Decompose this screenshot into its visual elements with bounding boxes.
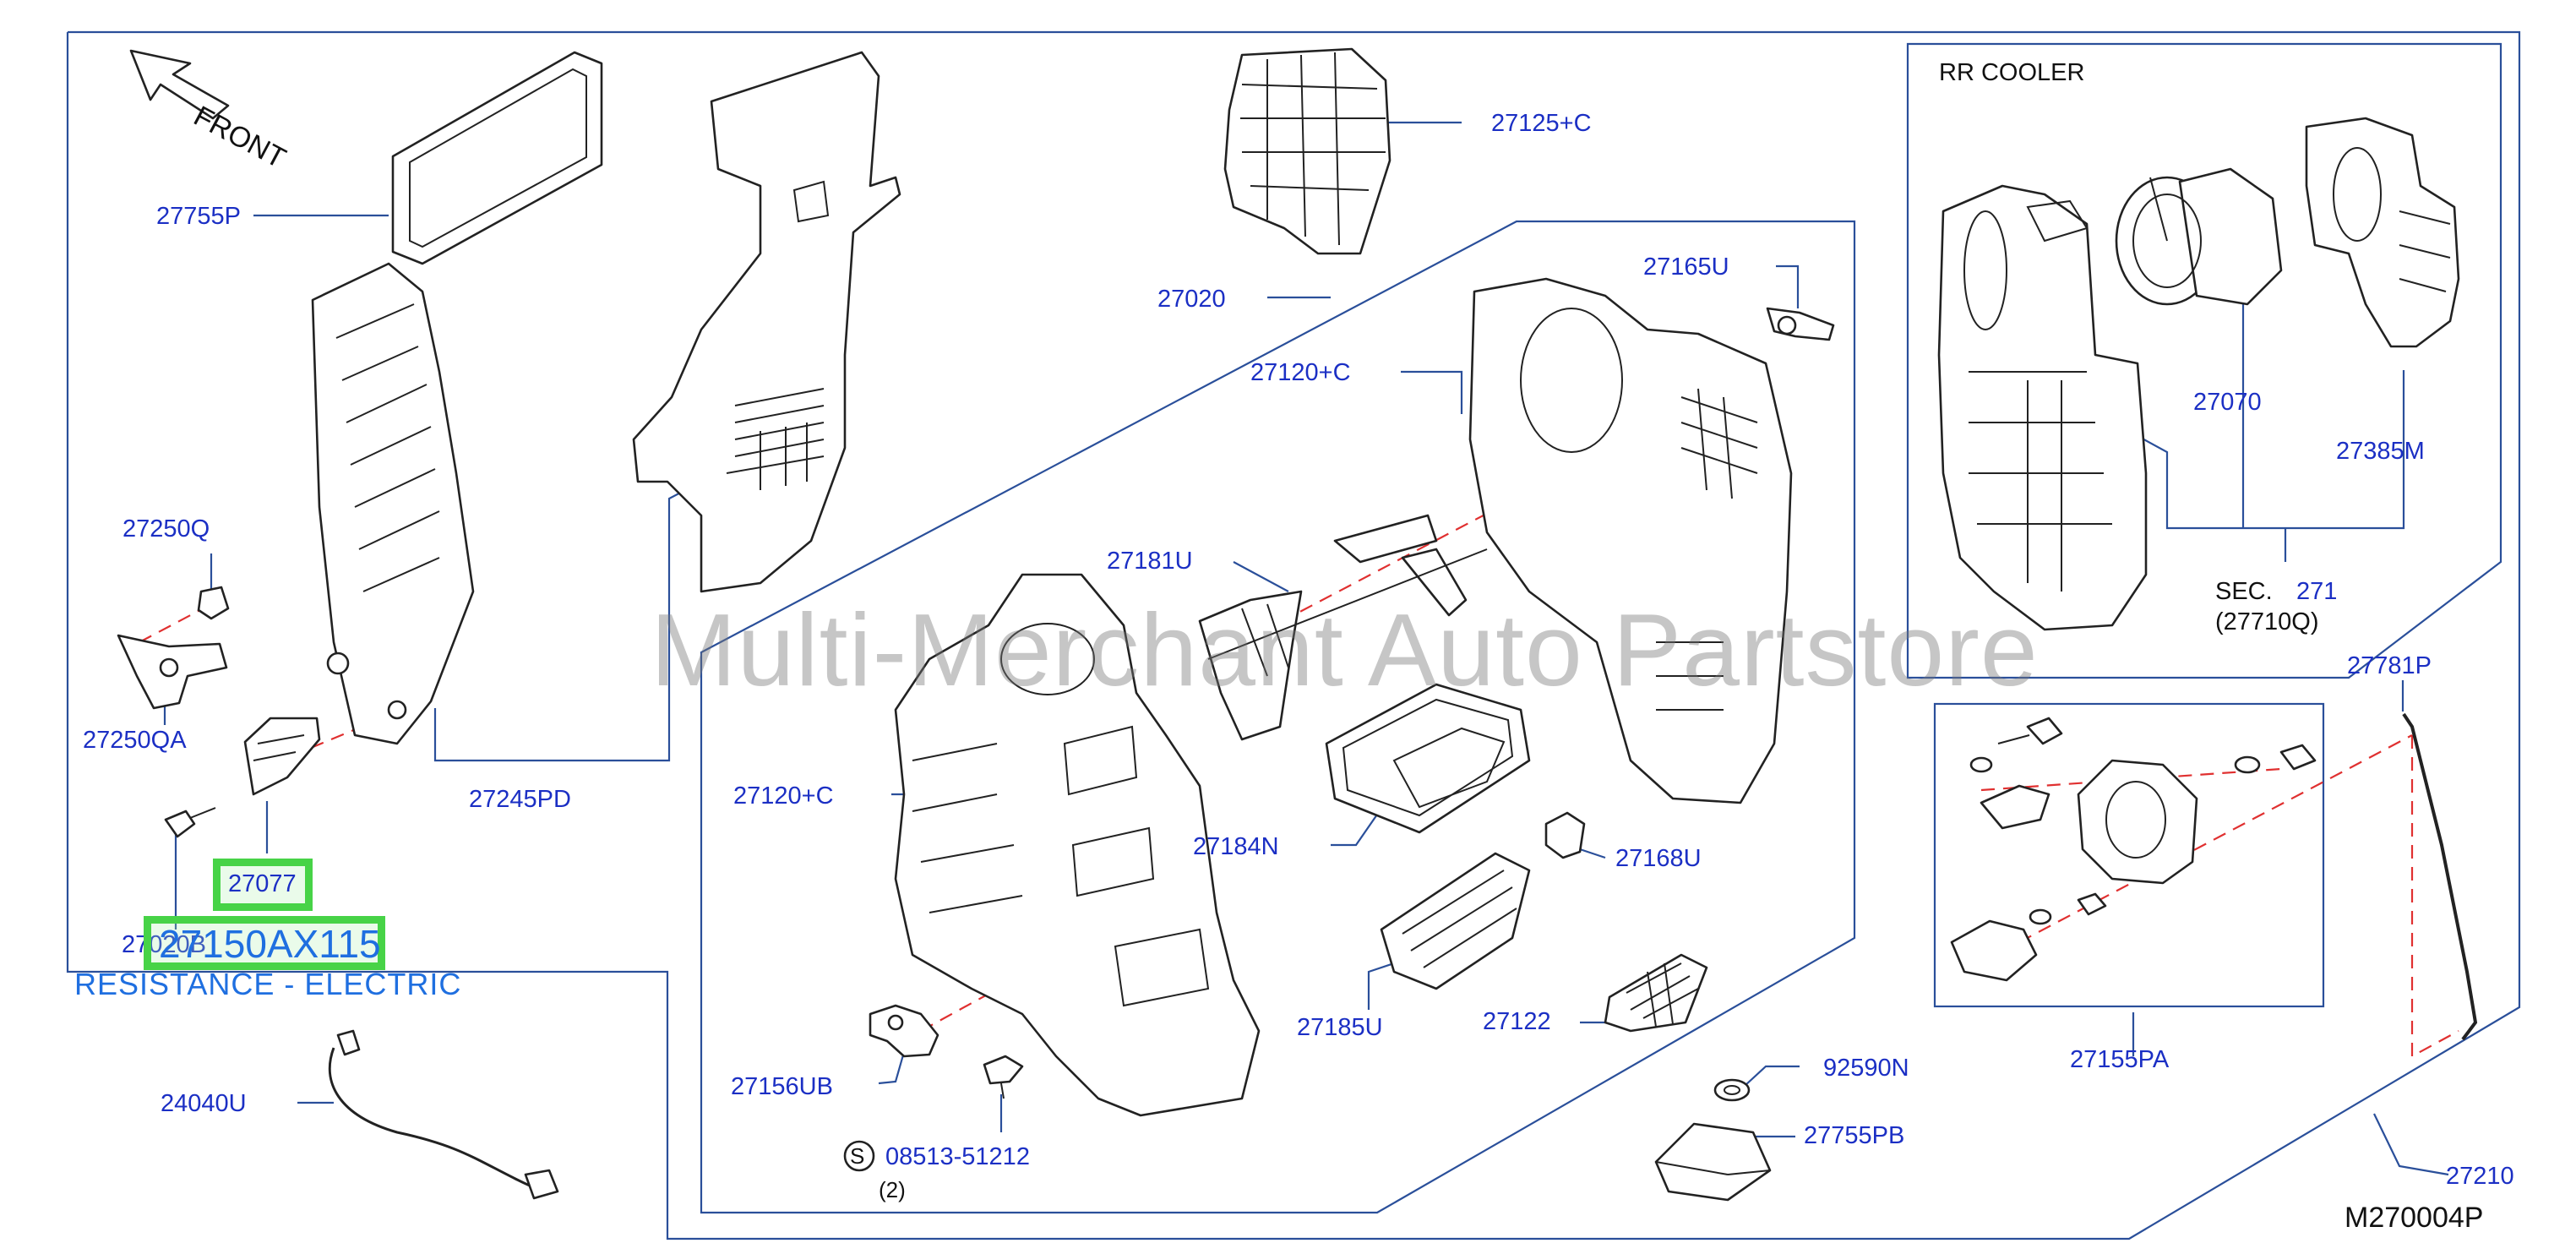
sec-ref: (27710Q) [2215,608,2319,635]
label-27077[interactable]: 27077 [228,870,297,897]
label-27250QA[interactable]: 27250QA [83,727,187,754]
screw-08513-51212-icon [983,1055,1024,1099]
rr-cooler-housing-icon [1937,184,2148,631]
leader-27165U [1776,264,1800,308]
duct-27020-icon [632,51,901,593]
leader-27120C-top [1401,370,1463,414]
bracket-sec271 [2120,370,2405,530]
label-27120C-top[interactable]: 27120+C [1250,359,1351,386]
frame-27184N-icon [1325,683,1531,834]
rr-cooler-title: RR COOLER [1939,59,2085,86]
label-27070[interactable]: 27070 [2193,389,2262,416]
label-27250Q[interactable]: 27250Q [123,515,210,542]
align-27210 [2410,735,2459,1058]
label-27755PB[interactable]: 27755PB [1804,1122,1905,1149]
duct-27245PD-icon [311,262,475,745]
resistor-27077-icon [243,717,321,796]
bracket-27250Q-icon [197,586,230,620]
leader-27210 [2373,1113,2449,1176]
leader-27181U [1233,561,1289,592]
label-27755P[interactable]: 27755P [156,203,241,230]
highlight-description: RESISTANCE - ELECTRIC [74,967,462,1001]
label-27181U[interactable]: 27181U [1107,548,1193,575]
actuator-frame [1933,702,2325,1008]
blower-27125C-icon [1223,47,1391,255]
lever-27250QA-icon [117,634,228,710]
part-number-highlight[interactable] [144,916,385,970]
label-92590N[interactable]: 92590N [1823,1055,1909,1082]
callout-27077-highlight[interactable] [213,859,313,911]
outer-frame [66,30,2521,1240]
label-27120C-mid[interactable]: 27120+C [733,782,834,810]
label-27122[interactable]: 27122 [1483,1008,1551,1035]
clip-27168U-icon [1544,811,1586,859]
label-24040U[interactable]: 24040U [161,1090,247,1117]
label-27210[interactable]: 27210 [2446,1163,2514,1190]
align-actuator-top [1980,767,2282,792]
actuator-27155PA-icon [1950,717,2317,982]
clip-27165U-icon [1766,307,1835,341]
label-27020B[interactable]: 27020B [122,931,206,958]
label-27185U[interactable]: 27185U [1297,1014,1383,1041]
screw-27020B-icon [164,807,216,838]
gasket-27755P-icon [391,51,603,265]
leader-27168U [1579,848,1606,859]
cover-27385M-icon [2305,117,2460,348]
label-screw-part[interactable]: 08513-51212 [885,1143,1030,1170]
front-arrow-icon [129,49,230,120]
case-27120C-top-icon [1468,277,1793,804]
label-27125C[interactable]: 27125+C [1491,110,1592,137]
sec-number-link[interactable]: 271 [2296,578,2338,605]
diagram-id: M270004P [2345,1202,2484,1234]
leader-92590N [1744,1065,1800,1087]
inner-frame [700,220,1856,1214]
door-27185U-icon [1380,852,1531,990]
label-27184N[interactable]: 27184N [1193,833,1279,860]
label-27155PA[interactable]: 27155PA [2070,1046,2170,1073]
door-27181U-icon [1198,514,1488,741]
label-27020[interactable]: 27020 [1157,286,1226,313]
screw-mark: S [850,1143,865,1169]
label-27156UB[interactable]: 27156UB [731,1073,833,1100]
highlight-part-number[interactable]: 27150AX115 [159,922,381,966]
label-27781P[interactable]: 27781P [2347,652,2432,679]
link-27156UB-icon [869,1004,939,1058]
label-27245PD[interactable]: 27245PD [469,786,571,813]
rr-cooler-frame [1906,42,2502,679]
align-shaft [1241,422,1661,643]
leader-27156UB [878,1051,906,1085]
pad-27755PB-icon [1654,1122,1772,1202]
label-27165U[interactable]: 27165U [1643,254,1729,281]
harness-24040U-icon [328,1029,559,1200]
filter-27122-icon [1604,953,1708,1033]
label-27168U[interactable]: 27168U [1615,845,1702,872]
case-27120C-mid-icon [894,573,1261,1117]
sec-prefix: SEC. [2215,578,2273,605]
screw-qty: (2) [879,1177,906,1202]
align-actuator-bottom [2018,734,2413,943]
motor-27070-icon [2115,167,2283,306]
grommet-92590N-icon [1713,1078,1751,1102]
watermark: Multi-Merchant Auto Partstore [651,592,2039,707]
label-27385M[interactable]: 27385M [2336,438,2425,465]
rod-27210-icon [2402,712,2478,1041]
screw-standard-icon [843,1140,875,1172]
